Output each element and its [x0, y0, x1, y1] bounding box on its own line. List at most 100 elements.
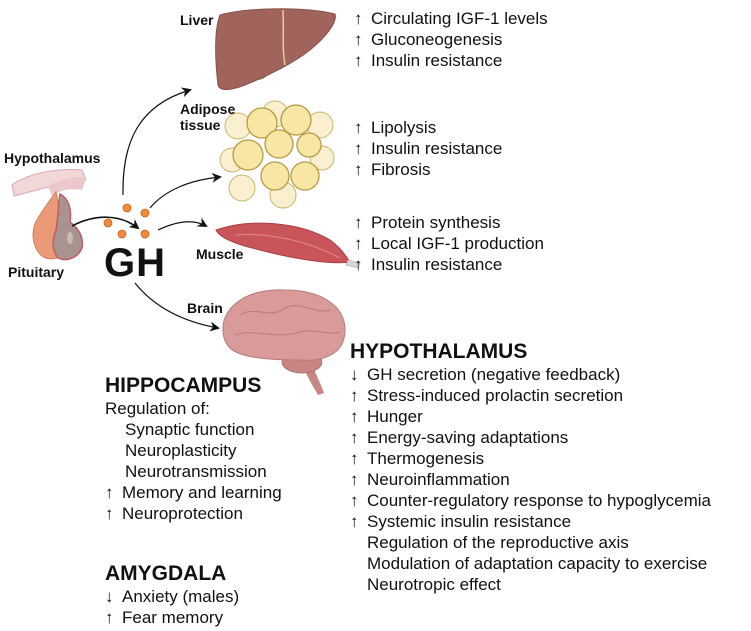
effect-item: ↓ GH secretion (negative feedback) [350, 364, 711, 385]
direction-icon: ↑ [350, 449, 359, 468]
hippocampus-title: HIPPOCAMPUS [105, 374, 262, 397]
muscle-label: Muscle [196, 246, 244, 262]
adipose-label-line: tissue [180, 117, 221, 133]
hippocampus-effects-list: Regulation of: Synaptic function Neuropl… [105, 398, 282, 524]
effect-item: ↑ Hunger [350, 406, 711, 427]
pituitary-label: Pituitary [8, 264, 65, 280]
direction-icon: ↑ [105, 504, 114, 523]
effect-item: ↑ Neuroprotection [105, 503, 282, 524]
adipose-effects-list: ↑ Lipolysis ↑Insulin resistance ↑ Fibrosis [354, 117, 502, 180]
direction-icon: ↑ [354, 30, 363, 49]
direction-icon: ↑ [354, 213, 363, 232]
effect-item: ↑ Fibrosis [354, 159, 502, 180]
effect-item: ↑ Gluconeogenesis [354, 29, 548, 50]
effect-text: Protein synthesis [371, 213, 501, 232]
effect-item: ↑ Lipolysis [354, 117, 502, 138]
hypothalamus-title: HYPOTHALAMUS [350, 340, 528, 363]
effect-item: Neurotransmission [105, 461, 282, 482]
effect-text: Stress-induced prolactin secretion [367, 386, 624, 405]
effect-text: Memory and learning [122, 483, 282, 502]
hypothalamus-source-label: Hypothalamus [4, 150, 101, 166]
amygdala-effects-list: ↓ Anxiety (males) ↑Fear memory [105, 586, 239, 628]
effect-text: Synaptic function [125, 420, 255, 439]
effect-item: Modulation of adaptation capacity to exe… [350, 553, 711, 574]
effect-item: ↑Fear memory [105, 607, 239, 628]
effect-text: Insulin resistance [371, 51, 503, 70]
effect-text: Local IGF-1 production [371, 234, 544, 253]
effect-text: Gluconeogenesis [371, 30, 503, 49]
liver-icon [215, 8, 336, 90]
gh-to-brain-arrow [134, 282, 220, 332]
effect-item: ↑Energy-saving adaptations [350, 427, 711, 448]
direction-icon: ↓ [350, 365, 359, 384]
effect-item: Neuroplasticity [105, 440, 282, 461]
adipose-tissue-icon [219, 100, 335, 209]
hormone-dot [140, 229, 150, 239]
effect-text: Neuroinflammation [367, 470, 510, 489]
amygdala-section: AMYGDALA ↓ Anxiety (males) ↑Fear memory [105, 562, 239, 628]
effect-item: ↑ Thermogenesis [350, 448, 711, 469]
gh-to-liver-arrow [122, 87, 192, 196]
effect-text: Neurotropic effect [367, 575, 501, 594]
effect-text: Fibrosis [371, 160, 431, 179]
liver-effects-list: ↑ Circulating IGF-1 levels ↑ Gluconeogenes… [354, 8, 548, 71]
effect-item: ↑ Insulin resistance [354, 254, 544, 275]
effect-item: ↑ Neuroinflammation [350, 469, 711, 490]
effect-text: Counter-regulatory response to hypoglyce… [367, 491, 711, 510]
effect-item: ↑Insulin resistance [354, 138, 502, 159]
effect-item: ↑ Stress-induced prolactin secretion [350, 385, 711, 406]
hormone-dot [122, 203, 132, 213]
effect-text: Insulin resistance [371, 255, 503, 274]
adipose-label-line: Adipose [180, 101, 236, 117]
direction-icon: ↑ [105, 483, 114, 502]
effect-item: ↑ Circulating IGF-1 levels [354, 8, 548, 29]
hypothalamus-effects-list: ↓ GH secretion (negative feedback) ↑ Stres… [350, 364, 711, 595]
direction-icon: ↑ [354, 118, 363, 137]
brain-icon [222, 289, 346, 395]
direction-icon: ↑ [350, 428, 359, 447]
effect-item: Synaptic function [105, 419, 282, 440]
effect-text: Regulation of the reproductive axis [367, 533, 629, 552]
gh-label: GH [104, 241, 166, 285]
hormone-dot [117, 229, 127, 239]
pituitary-to-gh-arrow [71, 216, 140, 230]
effect-text: Thermogenesis [367, 449, 485, 468]
brain-label: Brain [187, 300, 223, 316]
direction-icon: ↑ [350, 386, 359, 405]
amygdala-title: AMYGDALA [105, 562, 227, 585]
muscle-icon [215, 222, 361, 269]
direction-icon: ↓ [105, 587, 114, 606]
effect-text: GH secretion (negative feedback) [367, 365, 621, 384]
gh-to-adipose-arrow [149, 172, 222, 209]
hormone-dot [140, 208, 150, 218]
liver-label: Liver [180, 12, 214, 28]
effect-item: ↑ Counter-regulatory response to hypoglyc… [350, 490, 711, 511]
direction-icon: ↑ [350, 512, 359, 531]
effect-item: ↑ Systemic insulin resistance [350, 511, 711, 532]
direction-icon: ↑ [350, 470, 359, 489]
effect-text: Insulin resistance [371, 139, 503, 158]
direction-icon: ↑ [350, 491, 359, 510]
effect-text: Lipolysis [371, 118, 437, 137]
adipose-label: Adipose tissue [180, 101, 235, 133]
effect-item: Regulation of the reproductive axis [350, 532, 711, 553]
direction-icon: ↑ [354, 255, 363, 274]
effect-item: ↑ Local IGF-1 production [354, 233, 544, 254]
effect-text: Systemic insulin resistance [367, 512, 572, 531]
direction-icon: ↑ [354, 160, 363, 179]
hippocampus-intro: Regulation of: [105, 399, 210, 418]
direction-icon: ↑ [354, 9, 363, 28]
hypothalamus-section: HYPOTHALAMUS ↓ GH secretion (negative fee… [350, 340, 711, 595]
effect-item: ↑ Memory and learning [105, 482, 282, 503]
hormone-dot [103, 218, 113, 228]
effect-text: Neuroprotection [122, 504, 243, 523]
effect-text: Anxiety (males) [122, 587, 240, 606]
direction-icon: ↑ [350, 407, 359, 426]
effect-text: Hunger [367, 407, 423, 426]
effect-text: Modulation of adaptation capacity to exe… [367, 554, 708, 573]
effect-text: Circulating IGF-1 levels [371, 9, 548, 28]
effect-text: Neurotransmission [125, 462, 267, 481]
direction-icon: ↑ [354, 234, 363, 253]
muscle-effects-list: ↑ Protein synthesis ↑ Local IGF-1 producti… [354, 212, 544, 275]
